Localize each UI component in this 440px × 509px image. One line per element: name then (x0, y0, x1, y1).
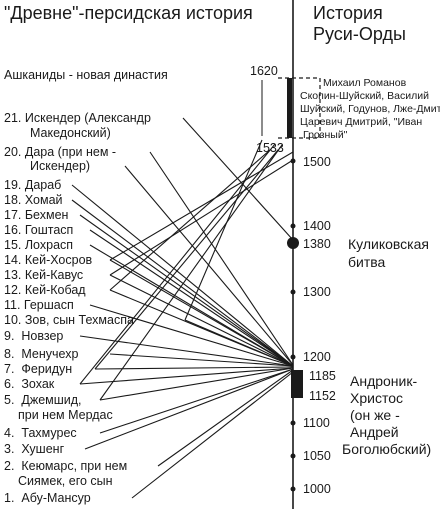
tick-1300 (290, 289, 296, 295)
year-1500: 1500 (303, 155, 331, 169)
list-item-16: 16. Гоштасп (4, 223, 74, 237)
year-1185: 1185 (309, 369, 336, 383)
list-item-21: 21. Искендер (Александр (4, 111, 151, 125)
kulikovo-label-2: битва (348, 254, 386, 270)
right-title-line1: История (313, 3, 383, 23)
year-1380: 1380 (303, 237, 331, 251)
andronik-label-1: Андроник- (350, 373, 418, 389)
line-up-12 (109, 149, 271, 291)
left-title: "Древне"-персидская история (4, 3, 253, 23)
list-item-3: 3. Хушенг (4, 442, 65, 456)
list-item-21-cont: Македонский) (30, 126, 111, 140)
tick-1200 (290, 354, 296, 360)
year-1000: 1000 (303, 482, 331, 496)
list-item-4: 4. Тахмурес (4, 426, 77, 440)
andronik-label-2: Христос (350, 390, 403, 406)
list-item-1: 1. Абу-Мансур (4, 491, 91, 505)
tick-1500 (290, 158, 296, 164)
line-up-5 (99, 144, 283, 401)
year-1400: 1400 (303, 219, 331, 233)
line-13 (109, 274, 294, 367)
axis-tick-marks (290, 158, 296, 492)
romanov-bracket (278, 77, 321, 139)
year-1200: 1200 (303, 350, 331, 364)
tick-1400 (290, 223, 296, 229)
line-8 (109, 353, 294, 367)
list-item-13: 13. Кей-Кавус (4, 268, 84, 282)
list-item-5-cont: при нем Мердас (18, 408, 113, 422)
list-item-8: 8. Менучехр (4, 347, 79, 361)
andronik-label-3: (он же - (350, 407, 400, 423)
line-up-14 (109, 151, 294, 261)
list-item-17: 17. Бехмен (4, 208, 69, 222)
list-item-7: 7. Феридун (4, 362, 73, 376)
list-item-2: 2. Кеюмарс, при нем (4, 459, 128, 473)
list-item-5: 5. Джемшид, (4, 393, 82, 407)
list-item-11: 11. Гершасп (4, 298, 74, 312)
subtitle-ashkanids: Ашканиды - новая династия (4, 68, 168, 82)
line-up-13 (109, 159, 294, 276)
year-1152: 1152 (309, 389, 336, 403)
box-line-1: Михаил Романов (323, 77, 407, 89)
andronik-bar (291, 370, 303, 398)
list-item-6: 6. Зохак (4, 377, 55, 391)
list-item-20-cont: Искендер) (30, 159, 91, 173)
line-19 (71, 184, 294, 367)
box-line-3: Шуйский, Годунов, Лже-Дмитрий (300, 103, 440, 115)
box-line-2: Скопин-Шуйский, Василий (300, 90, 429, 102)
kulikovo-marker (287, 237, 299, 249)
year-1100: 1100 (303, 416, 330, 430)
line-6 (79, 367, 294, 385)
line-16 (89, 229, 294, 367)
line-7 (94, 366, 294, 370)
line-3 (84, 368, 294, 450)
kulikovo-label-1: Куликовская (348, 236, 429, 252)
line-up-7 (94, 149, 279, 370)
line-21 (182, 117, 294, 241)
line-11 (89, 304, 294, 367)
line-2 (157, 369, 294, 467)
list-item-15: 15. Лохрасп (4, 238, 74, 252)
andronik-label-4: Андрей (350, 424, 399, 440)
list-item-10: 10. Зов, сын Техмаспа (4, 313, 134, 327)
line-14 (109, 259, 294, 367)
year-1300: 1300 (303, 285, 331, 299)
list-item-19: 19. Дараб (4, 178, 62, 192)
line-1 (131, 371, 294, 499)
box-line-4: Царевич Дмитрий, "Иван (300, 116, 423, 128)
line-10 (184, 319, 294, 367)
tick-1100 (290, 420, 296, 426)
line-5 (99, 367, 294, 401)
year-1050: 1050 (303, 449, 331, 463)
connection-lines (71, 117, 294, 499)
line-17 (79, 214, 294, 367)
list-item-18: 18. Хомай (4, 193, 63, 207)
year-1533: 1533 (256, 141, 284, 155)
year-1620: 1620 (250, 64, 278, 78)
right-title-line2: Руси-Орды (313, 24, 406, 44)
andronik-label-5: Боголюбский) (342, 441, 432, 457)
box-line-5: Грозный" (303, 129, 348, 141)
line-up-10 (184, 139, 263, 321)
tick-1000 (290, 486, 296, 492)
list-item-12: 12. Кей-Кобад (4, 283, 86, 297)
line-up-6 (79, 143, 276, 385)
tick-1050 (290, 453, 296, 459)
line-4 (99, 368, 294, 434)
line-20 (149, 151, 294, 366)
list-item-14: 14. Кей-Хосров (4, 253, 93, 267)
list-item-20: 20. Дара (при нем - (4, 145, 117, 159)
line-20b (124, 165, 294, 366)
line-18 (71, 199, 294, 367)
romanov-bar (287, 78, 292, 138)
list-item-9: 9. Новзер (4, 329, 64, 343)
list-item-2-cont: Сиямек, его сын (18, 474, 113, 488)
